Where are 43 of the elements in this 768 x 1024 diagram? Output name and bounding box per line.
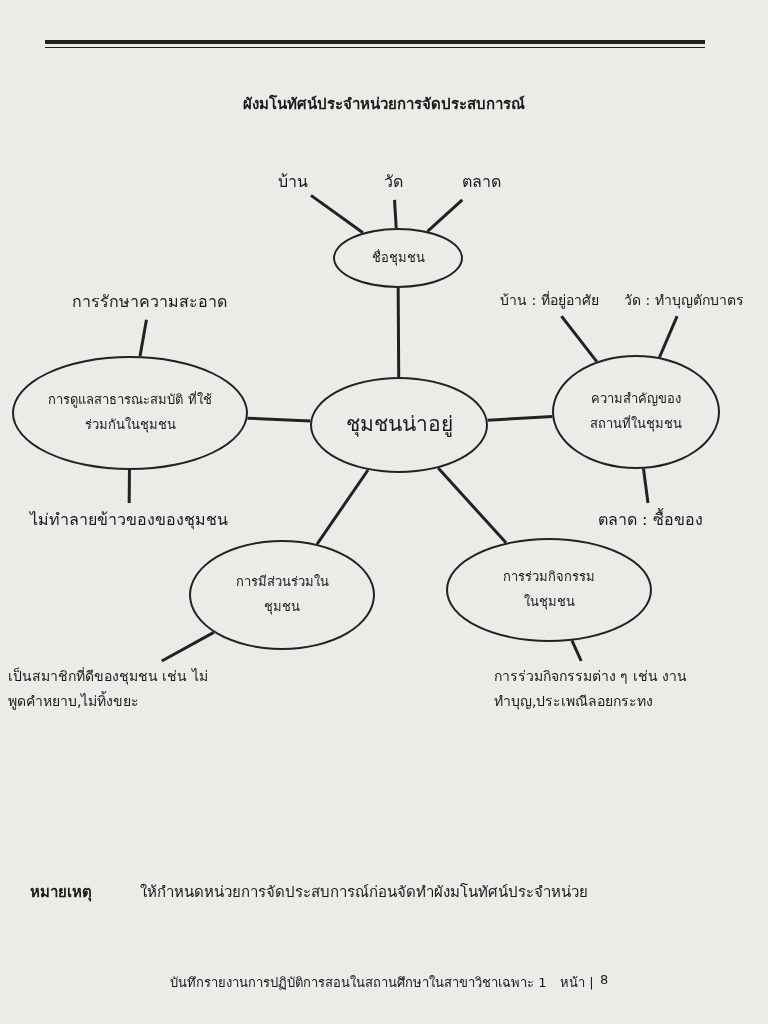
connector-line — [310, 194, 364, 234]
connector-line — [642, 468, 650, 504]
note-heading: หมายเหตุ — [30, 882, 92, 904]
connector-line — [315, 469, 370, 545]
topic-text: ชุมชนน่าอยู่ — [344, 411, 454, 439]
detail-text: บ้าน : ที่อยู่อาศัย — [500, 288, 599, 314]
title: ผังมโนทัศน์ประจำหน่วยการจัดประสบการณ์ — [242, 94, 526, 115]
connector-line — [560, 315, 598, 363]
connector-line — [570, 640, 583, 662]
note-text: ให้กำหนดหน่วยการจัดประสบการณ์ก่อนจัดทำผังมโนทัศน์ประจำหน่วย — [140, 882, 588, 903]
detail-text: วัด — [384, 168, 403, 197]
topic-ellipse — [552, 355, 720, 469]
detail-text: วัด : ทำบุญตักบาตร — [624, 288, 744, 314]
topic-ellipse — [189, 540, 375, 650]
connector-line — [127, 470, 131, 503]
topic-text: ความสำคัญของ สถานที่ในชุมชน — [589, 390, 683, 434]
footer-text: บันทึกรายงานการปฏิบัติการสอนในสถานศึกษาในสาขาวิชาเฉพาะ 1 — [170, 974, 547, 992]
topic-ellipse — [446, 538, 652, 642]
connector-line — [161, 631, 215, 663]
detail-text: ตลาด : ซื้อของ — [598, 506, 703, 535]
topic-ellipse — [12, 356, 248, 470]
connector-line — [393, 199, 398, 229]
page-label: หน้า | — [560, 974, 594, 992]
topic-text: การร่วมกิจกรรม ในชุมชน — [502, 568, 596, 612]
connector-line — [247, 416, 311, 423]
connector-line — [437, 467, 508, 544]
connector-line — [658, 315, 679, 358]
detail-text: ไม่ทำลายข้าวของของชุมชน — [30, 506, 228, 535]
detail-text: เป็นสมาชิกที่ดีของชุมชน เช่น ไม่พูดคำหยาบ,ไม่ทิ้งขยะ — [8, 664, 213, 715]
topic-text: การดูแลสาธารณะสมบัติ ที่ใช้ร่วมกันในชุมชน — [47, 390, 213, 435]
topic-text: การมีส่วนร่วมใน ชุมชน — [234, 573, 330, 617]
connector-line — [487, 415, 553, 422]
detail-text: บ้าน — [278, 168, 308, 197]
detail-text: การร่วมกิจกรรมต่าง ๆ เช่น งานทำบุญ,ประเพณีลอยกระทง — [494, 664, 694, 715]
topic-ellipse — [310, 377, 488, 473]
page-number: 8 — [600, 972, 609, 987]
topic-text: ชื่อชุมชน — [370, 248, 426, 268]
connector-line — [426, 198, 464, 233]
connector-line — [396, 288, 401, 377]
detail-text: ตลาด — [462, 168, 501, 197]
topic-ellipse — [333, 228, 463, 288]
detail-text: การรักษาความสะอาด — [72, 288, 227, 317]
connector-line — [138, 319, 148, 357]
